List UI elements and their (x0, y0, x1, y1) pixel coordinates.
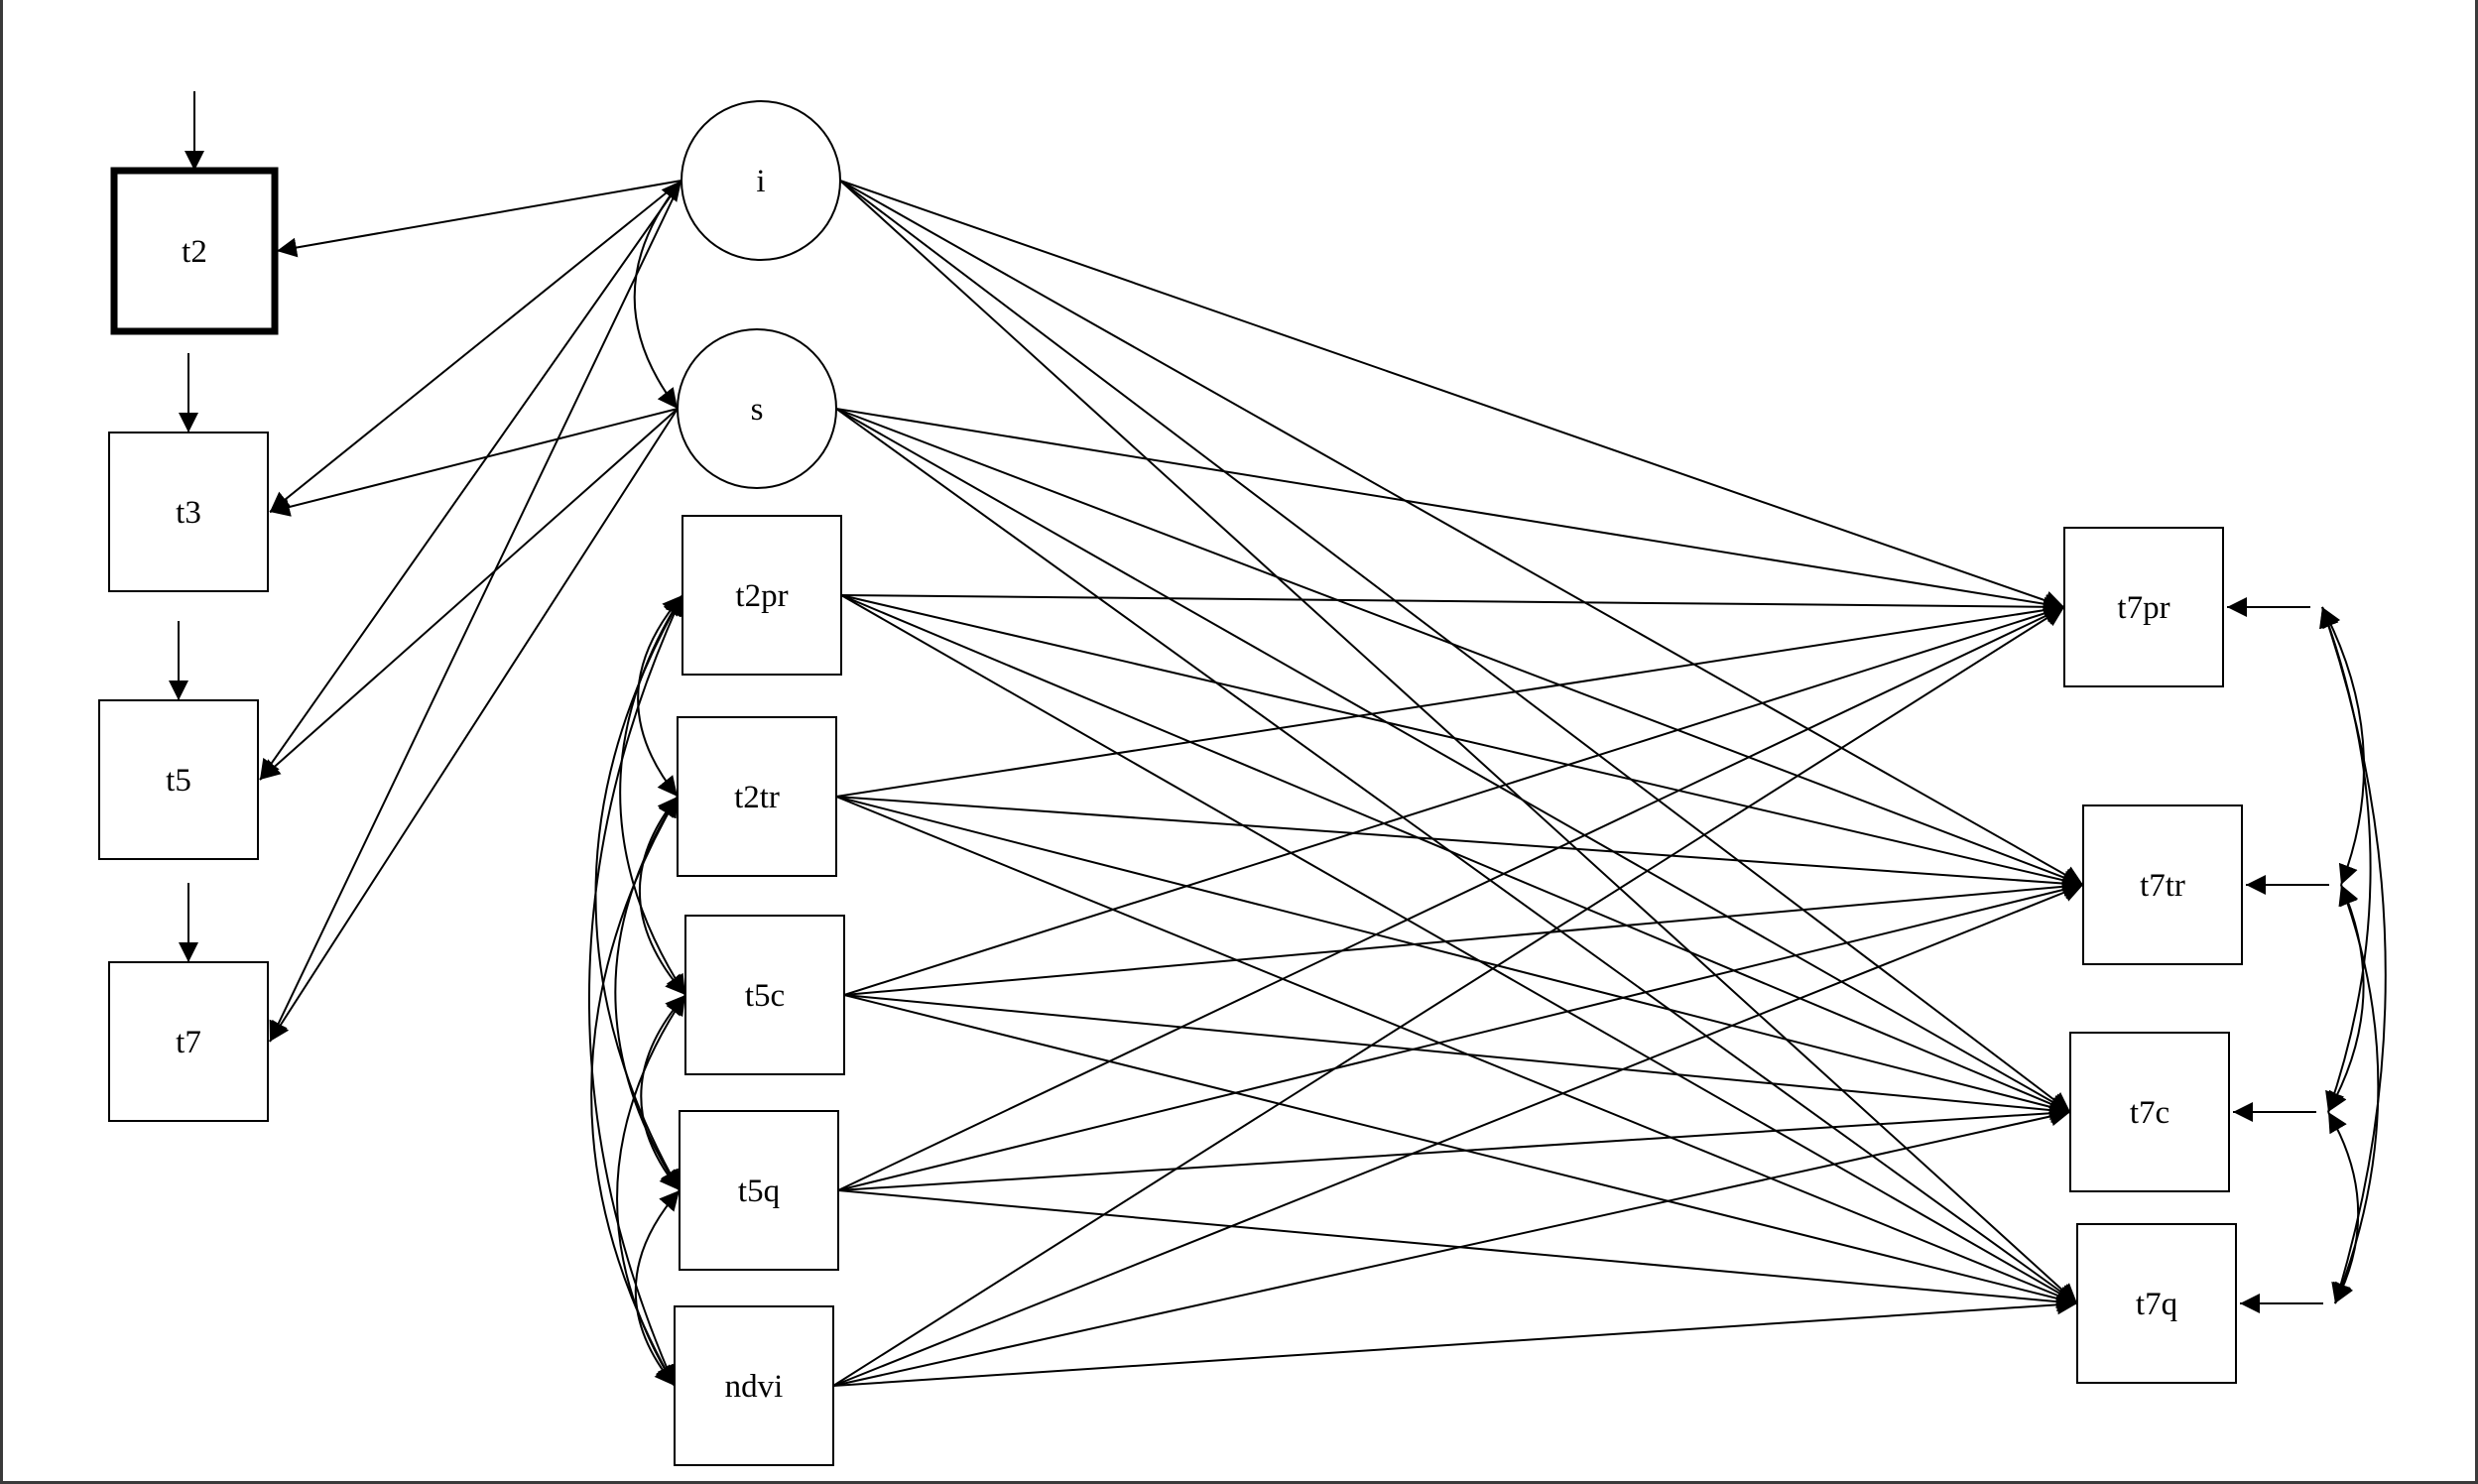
node-label: t2pr (735, 578, 788, 614)
regression-t2tr-t7tr (835, 796, 2084, 894)
node-label: t7 (176, 1025, 201, 1060)
node-label: t3 (176, 495, 201, 531)
node-label: t7q (2136, 1287, 2177, 1322)
regression-t5c-t7pr (843, 603, 2065, 996)
observed-box-t7q (2076, 1223, 2237, 1384)
observed-box-t5c (684, 915, 845, 1075)
loading-i-t2 (276, 180, 682, 258)
node-label: t5 (166, 763, 191, 799)
node-label: t7tr (2140, 868, 2185, 904)
regression-ndvi-t7tr (832, 883, 2084, 1387)
observed-box-t5q (679, 1110, 839, 1271)
node-i[interactable]: i (681, 100, 841, 261)
covariance-t2pr-ndvi (588, 594, 683, 1387)
observed-box-t2pr (681, 515, 842, 676)
covariance-t5c-ndvi (616, 994, 686, 1387)
regression-t2pr-t7q (840, 594, 2078, 1304)
regression-s-t7q (835, 408, 2078, 1304)
loading-i-t5 (259, 180, 682, 781)
node-label: i (756, 164, 765, 199)
node-t5[interactable]: t5 (98, 699, 259, 860)
node-t7tr[interactable]: t7tr (2082, 804, 2243, 965)
regression-t2tr-t7q (835, 796, 2078, 1305)
node-t7c[interactable]: t7c (2069, 1032, 2230, 1192)
observed-box-t7c (2069, 1032, 2230, 1192)
regression-t2tr-t7c (835, 796, 2071, 1117)
regression-ndvi-t7q (832, 1295, 2078, 1387)
nodes-layer: t2 t3 t5 t7 i s t2pr t2tr t5c t5q ndvi t7pr t7tr t7c t… (98, 100, 2243, 1466)
latent-circle-s (677, 328, 837, 489)
node-t7[interactable]: t7 (108, 961, 269, 1122)
latent-circle-i (681, 100, 841, 261)
node-t2[interactable]: t2 (110, 167, 279, 335)
diagram-canvas: t2 t3 t5 t7 i s t2pr t2tr t5c t5q ndvi t7pr t7tr t7c t… (3, 0, 2475, 1481)
regression-i-t7tr (839, 180, 2084, 886)
node-t3[interactable]: t3 (108, 432, 269, 592)
observed-box-t2tr (677, 716, 837, 877)
node-label: t7c (2130, 1095, 2169, 1131)
node-label: t2tr (734, 780, 780, 815)
regression-t5q-t7c (837, 1103, 2071, 1191)
node-label: ndvi (725, 1369, 784, 1405)
loading-i-t3 (269, 180, 682, 513)
regression-s-t7c (835, 408, 2071, 1113)
node-t5c[interactable]: t5c (684, 915, 845, 1075)
covariance-t5q-ndvi (634, 1189, 681, 1387)
loading-s-t7 (269, 408, 679, 1043)
regression-i-t7c (839, 180, 2071, 1113)
covariance-t2pr-t2tr (637, 594, 683, 798)
node-t2pr[interactable]: t2pr (681, 515, 842, 676)
observed-box-t7pr (2063, 527, 2224, 687)
covariance-t7c-t7q (2327, 1111, 2360, 1304)
regression-t5q-t7pr (837, 606, 2065, 1191)
regression-t2tr-t7pr (835, 600, 2065, 798)
node-t7q[interactable]: t7q (2076, 1223, 2237, 1384)
node-label: t7pr (2117, 590, 2169, 626)
regression-t2pr-t7c (840, 594, 2071, 1114)
regression-t5c-t7c (843, 994, 2071, 1121)
covariance-t7pr-t7q (2319, 606, 2387, 1304)
loading-s-t3 (269, 408, 679, 517)
regression-ndvi-t7c (832, 1106, 2071, 1387)
loading-i-t7 (269, 180, 682, 1043)
regression-ndvi-t7pr (832, 606, 2065, 1387)
observed-box-t2 (110, 167, 279, 335)
regression-t2pr-t7pr (840, 594, 2065, 617)
observed-box-t7 (108, 961, 269, 1122)
regression-s-t7tr (835, 408, 2084, 888)
edges-layer (169, 91, 2387, 1387)
node-label: t5c (745, 978, 785, 1014)
covariance-t7pr-t7tr (2321, 606, 2365, 886)
node-label: t2 (182, 234, 207, 270)
covariance-t2tr-t5q (614, 796, 681, 1191)
regression-t5c-t7q (843, 994, 2078, 1308)
regression-s-t7pr (835, 408, 2065, 614)
observed-box-t7tr (2082, 804, 2243, 965)
node-t2tr[interactable]: t2tr (677, 716, 837, 877)
observed-box-ndvi (674, 1305, 834, 1466)
node-label: s (751, 392, 764, 428)
observed-box-t5 (98, 699, 259, 860)
covariance-t2tr-ndvi (590, 796, 679, 1387)
observed-box-t3 (108, 432, 269, 592)
regression-t5q-t7tr (837, 880, 2084, 1191)
regression-i-t7pr (839, 180, 2065, 610)
regression-t5c-t7tr (843, 876, 2084, 996)
covariance-i-s (633, 180, 682, 410)
regression-t2pr-t7tr (840, 594, 2084, 891)
node-label: t5q (738, 1174, 780, 1209)
node-t5q[interactable]: t5q (679, 1110, 839, 1271)
path-diagram: t2 t3 t5 t7 i s t2pr t2tr t5c t5q ndvi t7pr t7tr t7c t… (98, 91, 2387, 1466)
loading-s-t5 (259, 408, 679, 781)
node-s[interactable]: s (677, 328, 837, 489)
regression-i-t7q (839, 180, 2078, 1304)
node-ndvi[interactable]: ndvi (674, 1305, 834, 1466)
node-t7pr[interactable]: t7pr (2063, 527, 2224, 687)
